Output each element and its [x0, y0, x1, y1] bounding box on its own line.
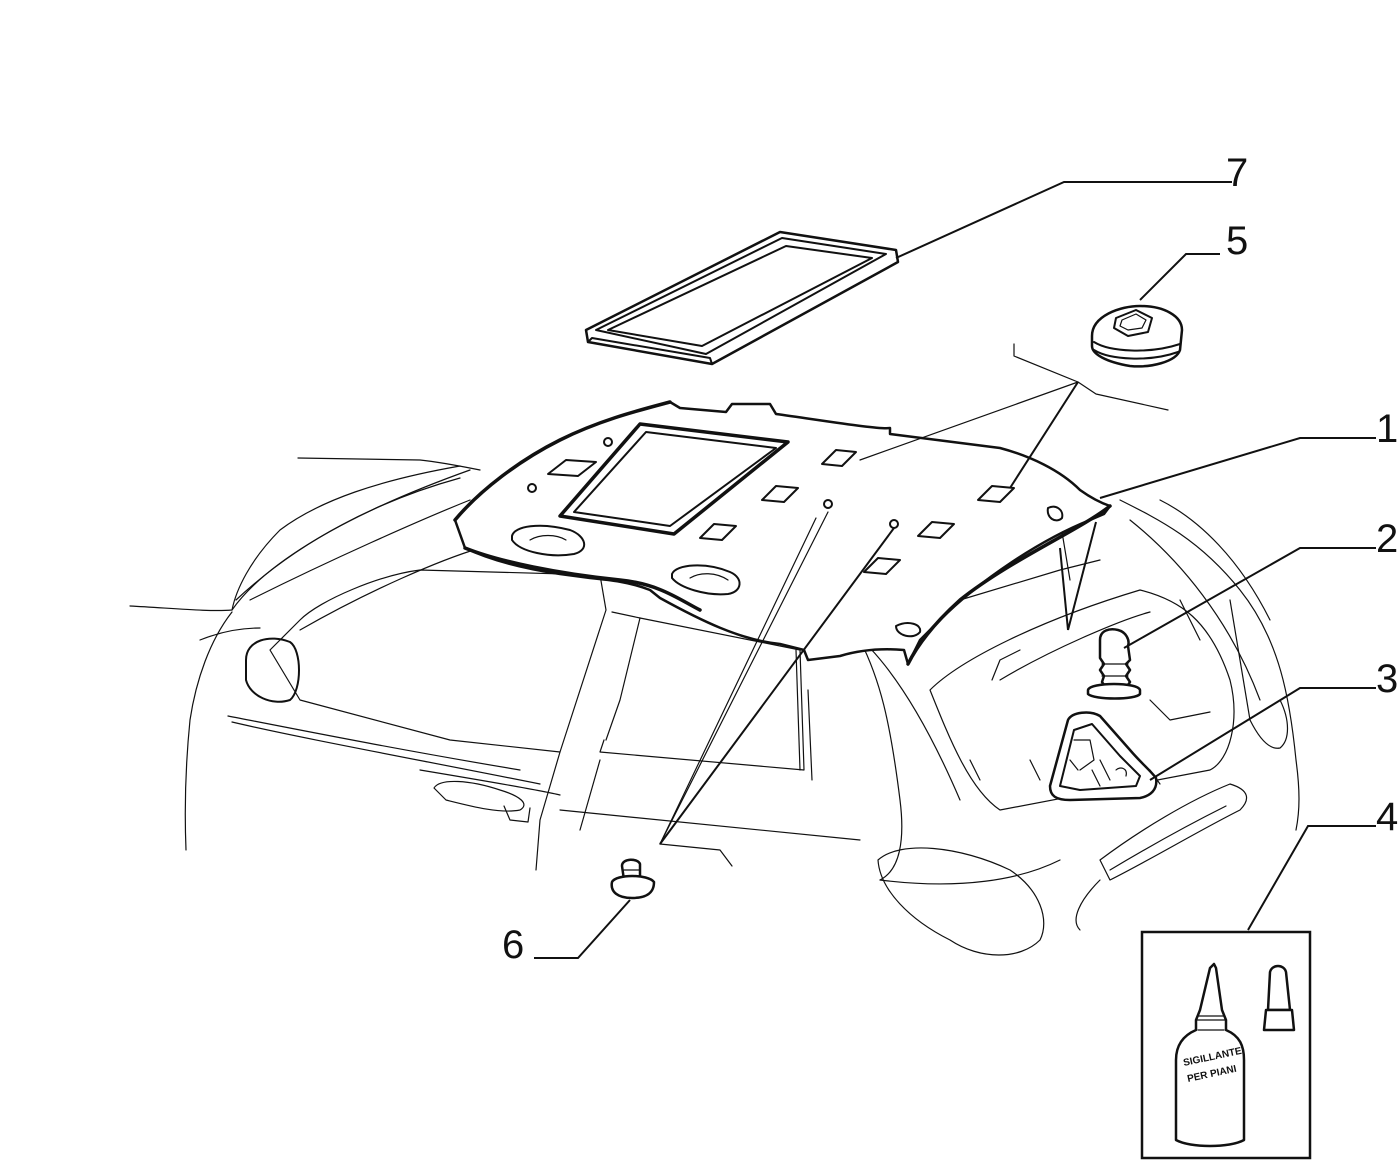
callout-5: 5	[1226, 219, 1248, 263]
callout-3: 3	[1376, 657, 1398, 701]
callout-7: 7	[1226, 151, 1248, 195]
sunroof-seal-frame	[584, 230, 900, 366]
callout-6: 6	[502, 923, 524, 967]
plug-cap	[1090, 304, 1184, 368]
leader-lines	[534, 181, 1376, 959]
car-body-outline	[129, 457, 1300, 956]
callout-1: 1	[1376, 407, 1398, 451]
callout-numbers: 7 5 1 2 3 4 6	[502, 151, 1398, 967]
callout-4: 4	[1376, 795, 1398, 839]
push-pin	[610, 858, 656, 900]
sealant-kit: SIGILLANTE PER PIANI	[1140, 930, 1312, 1160]
headliner-panel	[453, 400, 1112, 666]
callout-2: 2	[1376, 517, 1398, 561]
clip-bracket	[1048, 711, 1158, 802]
fastener-screw	[1086, 628, 1142, 700]
